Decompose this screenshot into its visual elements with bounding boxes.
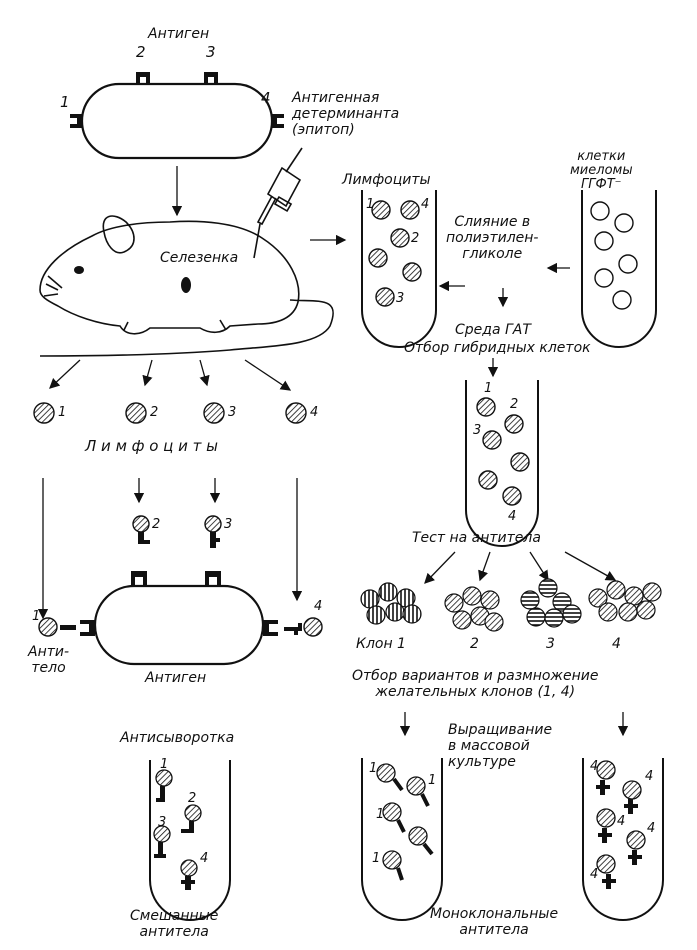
clone-4: [588, 580, 662, 622]
hat-medium-label: Среда ГАТ: [455, 322, 531, 338]
antiserum-number-3: 3: [158, 815, 167, 830]
top-antigen-label: Антиген: [148, 26, 210, 42]
bound-antibody-cells: [38, 617, 323, 637]
tube2-number-2: 2: [510, 397, 519, 412]
bottom-antigen-label: Антиген: [145, 670, 207, 686]
spleen-label: Селезенка: [160, 250, 239, 266]
tube2-number-1: 1: [484, 381, 493, 396]
top-antigen: [80, 82, 274, 160]
monoclonal-1-antibodies: [392, 777, 434, 881]
epitope-label: Антигенная детерминанта (эпитоп): [292, 90, 400, 138]
antibody-cells: [132, 515, 222, 533]
mono4-number-a: 4: [590, 759, 599, 774]
clone-label-1: Клон 1: [356, 636, 406, 652]
monoclonal-1-cells: [376, 763, 428, 870]
lymphocyte-number-4: 4: [310, 405, 319, 420]
myeloma-label: клетки миеломы ГГФТ⁻: [570, 149, 633, 192]
monoclonal-4-cells: [596, 760, 646, 874]
clone-1: [360, 582, 422, 625]
monoclonal-label: Моноклональные антитела: [430, 906, 559, 938]
epitope-number-2: 2: [136, 43, 146, 61]
clone-label-2: 2: [470, 636, 479, 652]
mouse: [39, 215, 334, 357]
epitope-number-1: 1: [60, 93, 70, 111]
antibody-test-label: Тест на антитела: [412, 530, 541, 546]
mono4-number-c: 4: [617, 814, 626, 829]
tube2-number-3: 3: [473, 423, 482, 438]
antiserum-antibodies: [154, 786, 195, 890]
antibody-glyphs: [138, 532, 220, 548]
antiserum-number-1: 1: [160, 757, 169, 772]
myeloma-cells: [590, 201, 638, 310]
arrows: [37, 166, 629, 737]
lymphocyte-row: [33, 402, 307, 424]
test-tubes: [149, 190, 664, 921]
lymphocyte-number-3: 3: [228, 405, 237, 420]
hybrid-cells: [476, 397, 530, 506]
hybrid-selection-label: Отбор гибридных клеток: [404, 340, 591, 356]
antibody-number-3: 3: [224, 517, 233, 532]
lymphocytes-spaced-label: Л и м ф о ц и т ы: [85, 437, 219, 455]
clone-label-4: 4: [612, 636, 621, 652]
mixed-antibodies-label: Смешанные антитела: [130, 908, 219, 940]
top-epitopes: [70, 72, 284, 128]
antiserum-number-2: 2: [188, 791, 197, 806]
mono4-number-b: 4: [645, 769, 654, 784]
clone-3: [520, 578, 582, 628]
mono4-number-d: 4: [647, 821, 656, 836]
clone-selection-label: Отбор вариантов и размножение желательны…: [352, 668, 599, 700]
bottom-antigen: [93, 584, 265, 666]
antibody-label: Анти- тело: [28, 644, 70, 676]
syringe-icon: [253, 147, 303, 259]
tube1-cells: [368, 200, 422, 307]
epitope-number-4: 4: [261, 89, 271, 107]
mono1-number-b: 1: [428, 773, 437, 788]
mono1-number-d: 1: [372, 851, 381, 866]
lymphocyte-number-2: 2: [150, 405, 159, 420]
mono1-number-c: 1: [376, 807, 385, 822]
epitope-number-3: 3: [206, 43, 216, 61]
mass-culture-label: Выращивание в массовой культуре: [448, 722, 553, 770]
tube2-number-4: 4: [508, 509, 517, 524]
clone-label-3: 3: [546, 636, 555, 652]
antibody-number-4: 4: [314, 599, 323, 614]
lymphocyte-number-1: 1: [58, 405, 67, 420]
tube1-number-4: 4: [421, 197, 430, 212]
monoclonal-4-antibodies: [596, 780, 642, 889]
antiserum-cells: [153, 769, 202, 877]
mono1-number-a: 1: [369, 761, 378, 776]
tube1-number-1: 1: [366, 197, 375, 212]
tube1-number-3: 3: [396, 291, 405, 306]
bottom-epitopes: [60, 571, 302, 636]
antibody-number-1: 1: [32, 609, 41, 624]
mouse-eye: [74, 266, 191, 293]
lymphocytes-label: Лимфоциты: [342, 172, 431, 188]
mono4-number-e: 4: [590, 867, 599, 882]
clone-2: [444, 586, 504, 632]
antiserum-number-4: 4: [200, 851, 209, 866]
antibody-number-2: 2: [152, 517, 161, 532]
fusion-label: Слияние в полиэтилен- гликоле: [446, 214, 539, 262]
antiserum-label: Антисыворотка: [120, 730, 235, 746]
tube1-number-2: 2: [411, 231, 420, 246]
